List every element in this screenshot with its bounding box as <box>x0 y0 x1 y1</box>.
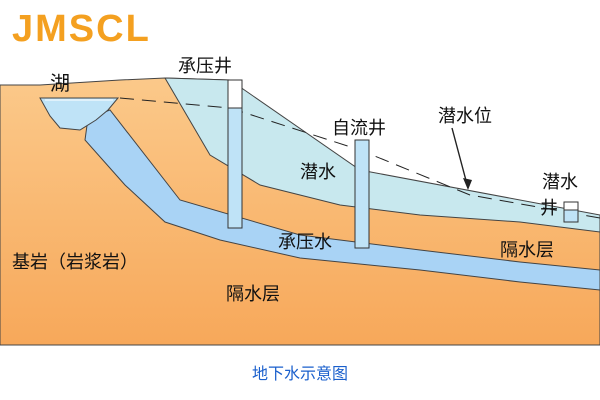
phreatic-aquifer <box>164 77 600 233</box>
label-confined-water: 承压水 <box>278 232 332 253</box>
logo: JMSCL <box>12 8 151 50</box>
phreatic-well-water <box>563 209 579 223</box>
label-aquiclude-bottom: 隔水层 <box>226 284 280 305</box>
phreatic-level-arrowhead <box>463 178 472 190</box>
phreatic-level-arrow <box>451 127 469 189</box>
label-phreatic-well-1: 潜水 <box>542 172 578 193</box>
label-lake: 湖 <box>50 71 70 95</box>
label-phreatic-water: 潜水 <box>300 162 336 183</box>
confined-well-top <box>227 79 243 109</box>
label-phreatic-well-2: 井 <box>540 198 558 219</box>
artesian-well-casing <box>354 139 370 249</box>
label-confined-well: 承压井 <box>178 56 232 77</box>
label-aquiclude-right: 隔水层 <box>500 240 554 261</box>
lake-body <box>39 97 120 131</box>
caption: 地下水示意图 <box>251 364 348 383</box>
label-bedrock: 基岩（岩浆岩） <box>12 252 138 273</box>
label-artesian-well: 自流井 <box>332 118 386 139</box>
label-phreatic-level: 潜水位 <box>438 106 492 127</box>
